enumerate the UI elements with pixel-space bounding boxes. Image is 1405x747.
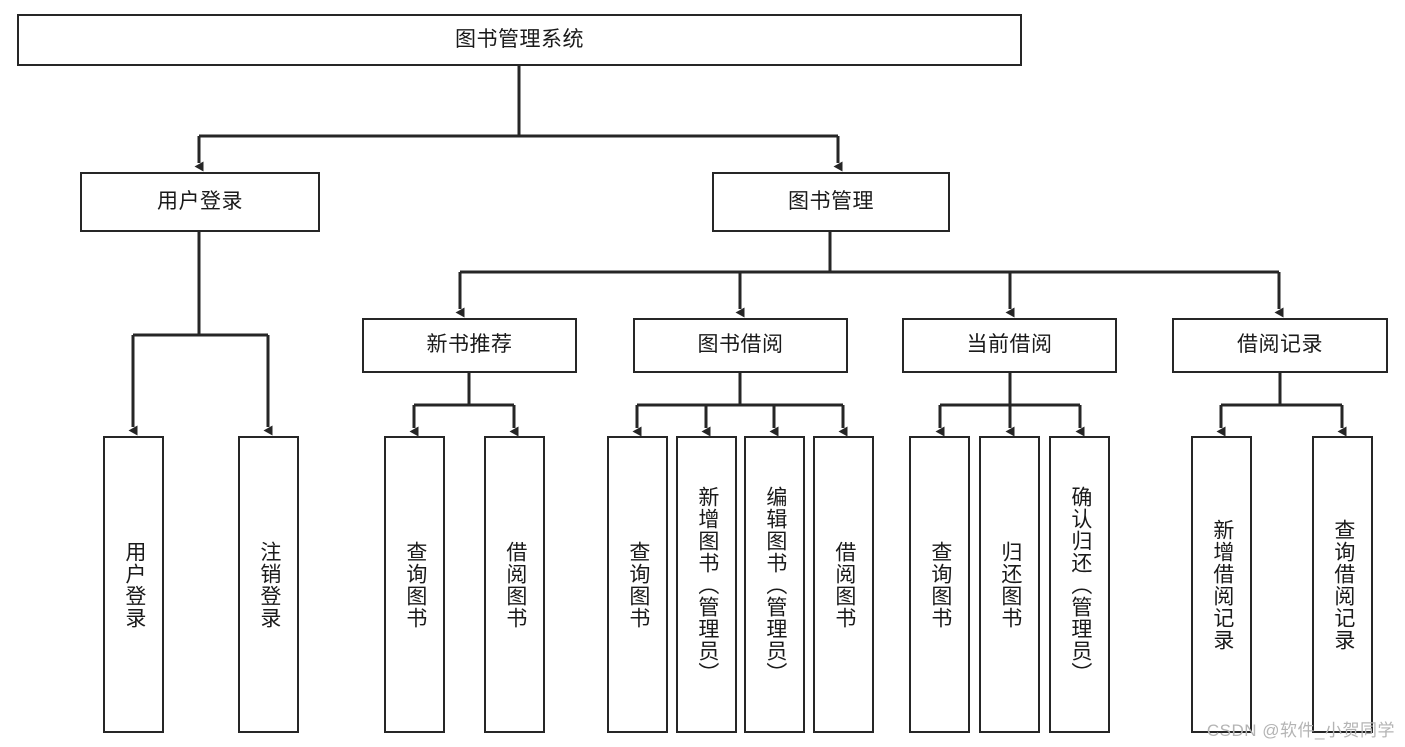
node-borrow-record[interactable]: 借阅记录 bbox=[1172, 318, 1388, 373]
csdn-watermark: CSDN @软件_小贺同学 bbox=[1206, 721, 1395, 740]
node-new-book-recommend-label: 新书推荐 bbox=[426, 333, 513, 357]
leaf-user-login[interactable]: 用户登录 bbox=[103, 436, 164, 733]
node-root[interactable]: 图书管理系统 bbox=[17, 14, 1022, 66]
node-user-login-label: 用户登录 bbox=[157, 189, 243, 213]
leaf-query-book-2[interactable]: 查询图书 bbox=[607, 436, 668, 733]
leaf-query-book-3[interactable]: 查询图书 bbox=[909, 436, 970, 733]
leaf-edit-book[interactable]: 编辑图书（管理员） bbox=[744, 436, 805, 733]
leaf-add-book[interactable]: 新增图书（管理员） bbox=[676, 436, 737, 733]
leaf-confirm-return-label: 确认归还（管理员） bbox=[1068, 485, 1092, 684]
node-current-borrow-label: 当前借阅 bbox=[966, 333, 1053, 357]
leaf-add-record[interactable]: 新增借阅记录 bbox=[1191, 436, 1252, 733]
node-book-borrow-label: 图书借阅 bbox=[697, 333, 784, 357]
leaf-confirm-return[interactable]: 确认归还（管理员） bbox=[1049, 436, 1110, 733]
leaf-query-book-1[interactable]: 查询图书 bbox=[384, 436, 445, 733]
node-book-borrow[interactable]: 图书借阅 bbox=[633, 318, 848, 373]
leaf-borrow-book-2[interactable]: 借阅图书 bbox=[813, 436, 874, 733]
node-current-borrow[interactable]: 当前借阅 bbox=[902, 318, 1117, 373]
leaf-add-record-label: 新增借阅记录 bbox=[1210, 518, 1234, 651]
leaf-add-book-label: 新增图书（管理员） bbox=[695, 485, 719, 684]
node-new-book-recommend[interactable]: 新书推荐 bbox=[362, 318, 577, 373]
leaf-borrow-book-1-label: 借阅图书 bbox=[503, 540, 527, 629]
node-borrow-record-label: 借阅记录 bbox=[1237, 333, 1323, 357]
leaf-return-book-label: 归还图书 bbox=[998, 540, 1022, 629]
leaf-query-record-label: 查询借阅记录 bbox=[1331, 518, 1355, 651]
node-book-manage-label: 图书管理 bbox=[788, 189, 874, 213]
leaf-edit-book-label: 编辑图书（管理员） bbox=[763, 485, 787, 684]
leaf-query-record[interactable]: 查询借阅记录 bbox=[1312, 436, 1373, 733]
leaf-user-logout[interactable]: 注销登录 bbox=[238, 436, 299, 733]
leaf-user-login-label: 用户登录 bbox=[122, 540, 146, 629]
leaf-return-book[interactable]: 归还图书 bbox=[979, 436, 1040, 733]
leaf-query-book-1-label: 查询图书 bbox=[403, 540, 427, 629]
leaf-user-logout-label: 注销登录 bbox=[257, 540, 281, 629]
leaf-query-book-3-label: 查询图书 bbox=[928, 540, 952, 629]
node-book-manage[interactable]: 图书管理 bbox=[712, 172, 950, 232]
leaf-query-book-2-label: 查询图书 bbox=[626, 540, 650, 629]
leaf-borrow-book-2-label: 借阅图书 bbox=[832, 540, 856, 629]
node-root-label: 图书管理系统 bbox=[455, 27, 584, 51]
leaf-borrow-book-1[interactable]: 借阅图书 bbox=[484, 436, 545, 733]
node-user-login[interactable]: 用户登录 bbox=[80, 172, 320, 232]
